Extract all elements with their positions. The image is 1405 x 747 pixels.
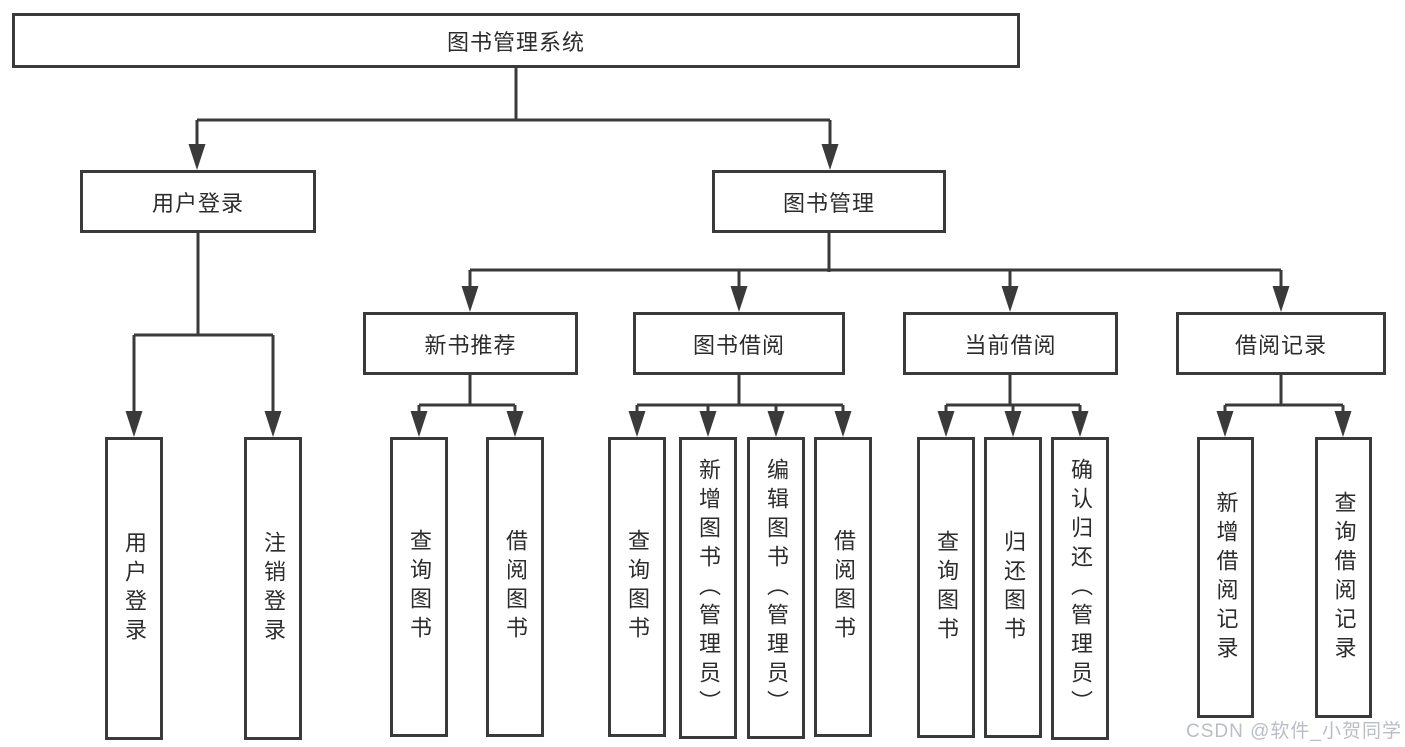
leaf-label: 查询借阅记录 [1331,490,1357,665]
leaf-logout: 注销登录 [244,437,302,740]
leaf-bb-borrow-books: 借阅图书 [814,437,872,737]
leaf-cb-confirm-return-admin: 确认归还（管理员） [1051,437,1109,740]
node-user-login: 用户登录 [80,170,316,233]
leaf-nbr-borrow-books: 借阅图书 [486,437,544,737]
watermark-text: CSDN @软件_小贺同学 [1186,721,1402,742]
leaf-label: 借阅图书 [831,529,856,645]
leaf-label: 借阅图书 [503,529,528,645]
leaf-cb-return-books: 归还图书 [984,437,1042,738]
leaf-label: 归还图书 [1001,529,1026,646]
leaf-br-query-record: 查询借阅记录 [1315,437,1372,718]
leaf-bb-edit-books-admin: 编辑图书（管理员） [747,437,805,739]
leaf-label: 编辑图书（管理员） [764,457,789,719]
node-current-borrowing: 当前借阅 [903,312,1118,375]
node-borrowing-records: 借阅记录 [1176,312,1386,375]
node-book-borrowing: 图书借阅 [633,312,845,375]
leaf-bb-add-books-admin: 新增图书（管理员） [679,437,737,739]
leaf-label: 用户登录 [122,530,147,647]
node-label: 图书管理 [782,190,875,216]
node-label: 图书借阅 [692,332,785,358]
leaf-label: 查询图书 [934,529,959,646]
leaf-bb-query-books: 查询图书 [608,437,666,737]
node-label: 图书管理系统 [446,29,585,55]
leaf-label: 注销登录 [261,530,286,647]
node-label: 用户登录 [151,190,244,216]
leaf-cb-query-books: 查询图书 [917,437,975,738]
leaf-br-add-record: 新增借阅记录 [1197,437,1254,718]
leaf-label: 新增图书（管理员） [696,457,721,719]
node-library-management-system: 图书管理系统 [12,13,1020,68]
leaf-label: 确认归还（管理员） [1068,458,1093,719]
leaf-label: 查询图书 [625,529,650,645]
node-label: 新书推荐 [424,332,517,358]
node-label: 当前借阅 [964,332,1057,358]
leaf-label: 新增借阅记录 [1213,490,1239,665]
node-label: 借阅记录 [1234,332,1327,358]
leaf-label: 查询图书 [407,529,432,645]
node-new-book-recommend: 新书推荐 [363,312,578,375]
arrowheads [125,144,1352,437]
leaf-user-login: 用户登录 [105,437,163,740]
node-book-management: 图书管理 [712,170,946,233]
leaf-nbr-query-books: 查询图书 [390,437,448,737]
